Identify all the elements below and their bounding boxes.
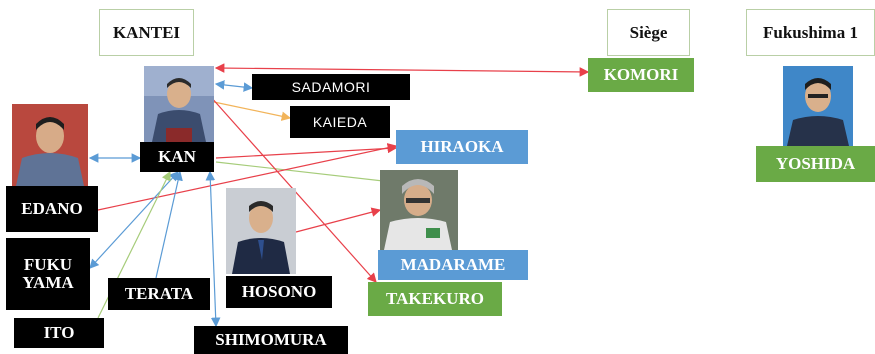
label-edano: EDANO	[6, 186, 98, 232]
label-sadamori: SADAMORI	[252, 74, 410, 100]
yoshida-photo	[783, 66, 853, 146]
label-komori: KOMORI	[588, 58, 694, 92]
label-fukuyama-line2: YAMA	[22, 273, 74, 292]
link-kan-madarame	[215, 161, 394, 186]
header-siege: Siège	[607, 9, 690, 56]
label-hosono: HOSONO	[226, 276, 332, 308]
link-terata-kan	[155, 170, 183, 279]
link-fukuyama-kan	[89, 171, 179, 269]
link-shimomura-kan	[205, 170, 221, 328]
label-madarame: MADARAME	[378, 250, 528, 280]
label-yoshida: YOSHIDA	[756, 146, 875, 182]
label-terata: TERATA	[108, 278, 210, 310]
label-ito: ITO	[14, 318, 104, 348]
kan-photo	[144, 66, 214, 142]
link-kan-kaieda	[213, 101, 292, 121]
link-hosono-madarame	[295, 207, 382, 233]
label-shimomura: SHIMOMURA	[194, 326, 348, 354]
label-takekuro: TAKEKURO	[368, 282, 502, 316]
link-kan-sadamori	[214, 80, 254, 92]
link-kan-komori	[214, 63, 590, 77]
hosono-photo	[226, 188, 296, 274]
label-fukuyama-line1: FUKU	[23, 255, 73, 275]
edano-photo	[12, 104, 88, 186]
link-kan-hiraoka	[215, 143, 398, 159]
label-kaieda: KAIEDA	[290, 106, 390, 138]
madarame-photo	[380, 170, 458, 250]
header-kantei: KANTEI	[99, 9, 194, 56]
label-kan: KAN	[140, 142, 214, 172]
label-fukuyama: FUKU YAMA	[6, 238, 90, 310]
header-fukushima: Fukushima 1	[746, 9, 875, 56]
label-hiraoka: HIRAOKA	[396, 130, 528, 164]
